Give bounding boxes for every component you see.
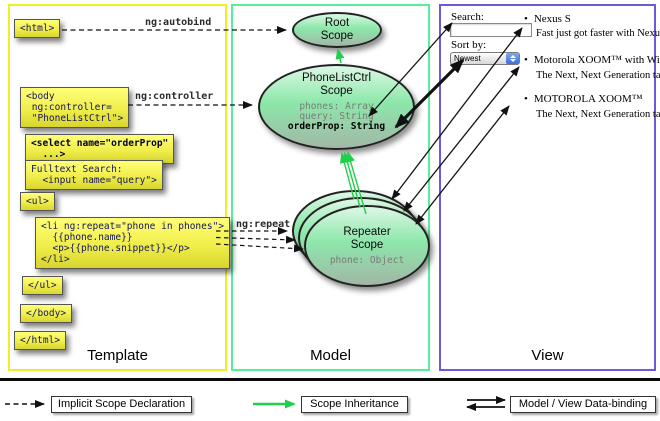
select-stepper-icon [506, 53, 519, 64]
code-body-close-text: </body> [26, 308, 67, 319]
legend-scope-inheritance: Scope Inheritance [301, 396, 408, 413]
bullet-icon: • [524, 13, 528, 25]
code-body-close: </body> [20, 304, 73, 323]
item-1-title: Nexus S [533, 13, 571, 25]
code-fulltext-text: Fulltext Search: <input name="query"> [31, 164, 157, 186]
code-body-open-text: <body ng:controller= "PhoneListCtrl"> [26, 91, 124, 124]
code-body-open: <body ng:controller= "PhoneListCtrl"> [20, 87, 130, 128]
code-li-repeat: <li ng:repeat="phone in phones"> {{phone… [35, 217, 231, 269]
phonelistctrl-prop-query: query: String [299, 111, 374, 122]
code-html-open-text: <html> [20, 23, 55, 34]
phonelistctrl-scope-title: PhoneListCtrl Scope [301, 72, 372, 97]
list-item-title: • Motorola XOOM™ with Wi-Fi [524, 54, 660, 66]
repeater-scope-ellipse-front [304, 205, 430, 287]
phonelistctrl-prop-phones: phones: Array [299, 101, 374, 112]
view-column-label: View [531, 347, 564, 364]
root-scope-title: Root Scope [320, 17, 354, 42]
separator-line [0, 378, 660, 381]
item-3-desc: The Next, Next Generation tablet. [536, 109, 660, 120]
code-html-open: <html> [14, 19, 61, 38]
search-input[interactable] [450, 23, 532, 37]
repeater-scope-title: Repeater Scope [343, 226, 391, 251]
item-2-desc: The Next, Next Generation tablet. [536, 70, 660, 81]
list-item-title: • Nexus S [524, 13, 571, 25]
code-ul-close: </ul> [22, 276, 63, 295]
code-ul-open: <ul> [20, 192, 55, 211]
code-fulltext: Fulltext Search: <input name="query"> [25, 160, 163, 190]
sort-dropdown-value: Newest [454, 54, 481, 63]
bullet-icon: • [524, 54, 528, 66]
sort-dropdown[interactable]: Newest [450, 52, 520, 65]
code-li-repeat-text: <li ng:repeat="phone in phones"> {{phone… [41, 221, 225, 265]
code-ul-close-text: </ul> [28, 280, 57, 291]
code-ul-open-text: <ul> [26, 196, 49, 207]
legend-model-view-binding: Model / View Data-binding [510, 396, 656, 413]
bullet-icon: • [524, 93, 528, 105]
ng-autobind-label: ng:autobind [145, 17, 212, 28]
model-column-label: Model [310, 347, 351, 364]
legend-implicit-scope: Implicit Scope Declaration [51, 396, 192, 413]
list-item-title: • MOTOROLA XOOM™ [524, 93, 643, 105]
phonelistctrl-prop-orderprop: orderProp: String [287, 121, 386, 132]
sort-by-label: Sort by: [451, 39, 487, 51]
item-1-desc: Fast just got faster with Nexus S. [536, 28, 660, 39]
model-column [231, 4, 430, 371]
code-select-text: <select name="orderProp" ...> [31, 138, 169, 160]
ng-controller-label: ng:controller [135, 91, 214, 102]
search-label: Search: [451, 11, 484, 23]
root-scope-ellipse [292, 12, 382, 48]
item-3-title: MOTOROLA XOOM™ [533, 93, 643, 105]
item-2-title: Motorola XOOM™ with Wi-Fi [533, 54, 660, 66]
repeater-prop-phone: phone: Object [329, 255, 405, 266]
ng-repeat-label: ng:repeat [236, 219, 291, 230]
code-html-close: </html> [14, 331, 67, 350]
template-column-label: Template [87, 347, 148, 364]
code-html-close-text: </html> [20, 335, 61, 346]
